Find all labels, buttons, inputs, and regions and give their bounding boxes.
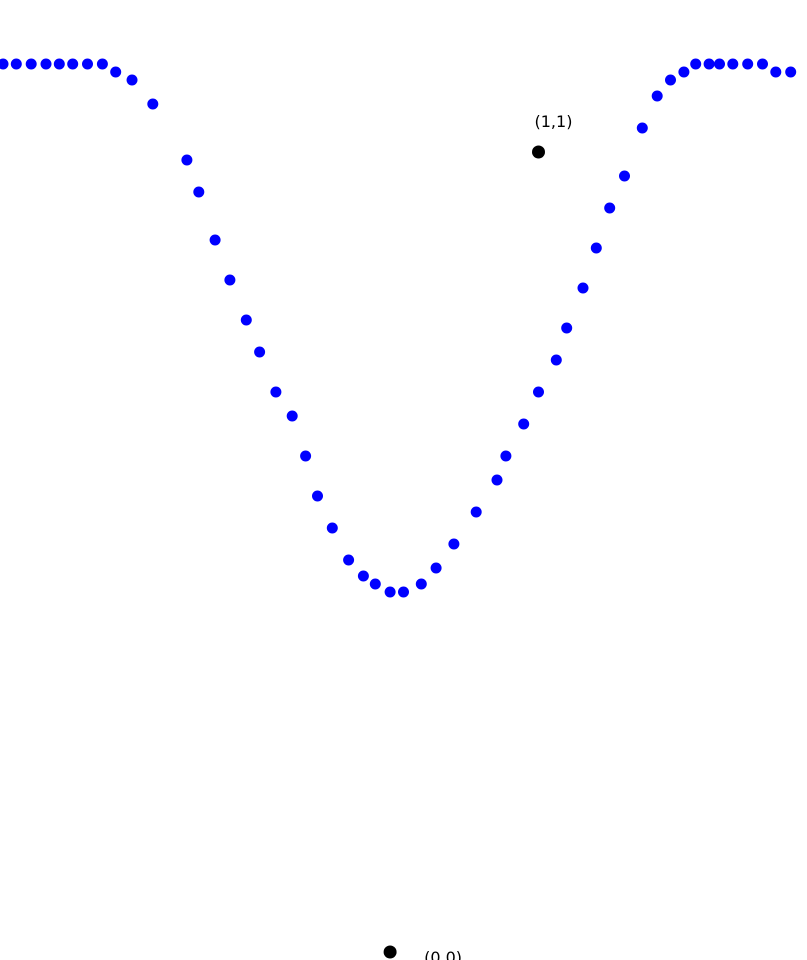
data-point <box>651 90 663 102</box>
data-point <box>312 490 323 502</box>
data-point <box>604 202 616 214</box>
data-point <box>224 274 236 286</box>
data-point <box>590 242 602 254</box>
data-point <box>678 66 690 78</box>
reference-label-origin: (0,0) <box>424 948 462 960</box>
data-point <box>742 58 754 70</box>
data-point <box>147 98 159 110</box>
data-point <box>53 58 65 70</box>
data-point <box>577 282 589 294</box>
data-point <box>240 314 252 326</box>
data-point <box>448 538 460 550</box>
data-point <box>785 66 797 78</box>
data-point <box>110 66 122 78</box>
data-point <box>714 58 725 70</box>
data-point <box>690 58 702 70</box>
data-point <box>550 354 562 366</box>
data-point <box>40 58 52 70</box>
data-point <box>398 586 409 598</box>
series-layer <box>0 58 797 598</box>
data-point <box>300 450 312 462</box>
data-point <box>0 58 9 70</box>
data-point <box>270 386 282 398</box>
reference-layer: (0,0) (1,1) <box>383 112 573 960</box>
data-point <box>703 58 715 70</box>
data-point <box>326 522 338 534</box>
data-point <box>25 58 37 70</box>
data-point <box>500 450 512 462</box>
data-point <box>430 562 442 574</box>
data-point <box>82 58 93 70</box>
data-point <box>343 554 355 566</box>
data-point <box>518 418 530 430</box>
data-point <box>636 122 648 134</box>
data-point <box>357 570 369 582</box>
reference-label-unit: (1,1) <box>535 112 573 131</box>
data-point <box>533 386 544 398</box>
data-point <box>470 506 482 518</box>
reference-point-unit <box>532 145 545 159</box>
data-point <box>67 58 79 70</box>
data-point <box>491 474 503 486</box>
data-point <box>254 346 266 358</box>
data-point <box>181 154 193 166</box>
data-point <box>96 58 108 70</box>
data-point <box>384 586 396 598</box>
data-point <box>209 234 221 246</box>
data-point <box>193 186 205 198</box>
data-point <box>415 578 427 590</box>
data-point <box>665 74 676 86</box>
data-point <box>126 74 138 86</box>
data-point <box>770 66 782 78</box>
data-point <box>757 58 768 70</box>
data-point <box>727 58 739 70</box>
data-point <box>286 410 298 422</box>
data-point <box>619 170 630 182</box>
data-point <box>561 322 573 334</box>
data-point <box>369 578 381 590</box>
data-point <box>10 58 22 70</box>
reference-point-origin <box>383 945 397 959</box>
